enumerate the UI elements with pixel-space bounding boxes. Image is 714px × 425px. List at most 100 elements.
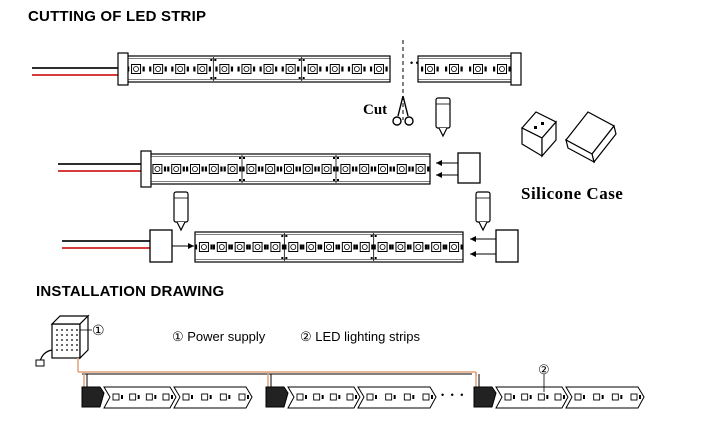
install-led — [182, 393, 190, 401]
install-resistor — [137, 395, 140, 399]
install-led — [313, 393, 321, 401]
solder-pad — [302, 59, 305, 61]
solder-pad — [214, 59, 217, 61]
resistor — [355, 166, 358, 172]
resistor — [164, 66, 167, 72]
install-strip — [565, 386, 645, 409]
install-led — [521, 393, 529, 401]
led-lens — [499, 66, 505, 72]
wires — [32, 67, 152, 249]
resistor — [469, 66, 472, 72]
resistor — [193, 66, 196, 72]
led-lens — [309, 66, 316, 72]
resistor — [508, 66, 511, 72]
led-chip — [175, 64, 186, 74]
resistor — [142, 66, 145, 72]
install-led — [219, 393, 227, 401]
led-chip — [378, 164, 388, 174]
vent-dot — [61, 344, 63, 346]
resistor — [370, 166, 373, 172]
resistor — [460, 244, 463, 250]
resistor — [266, 244, 269, 250]
silicone-case-label: Silicone Case — [521, 184, 624, 203]
led-chip — [497, 64, 507, 74]
resistor — [257, 166, 261, 172]
resistor — [220, 166, 223, 172]
install-led — [593, 393, 601, 401]
resistor — [208, 66, 211, 72]
solder-pad — [239, 157, 241, 159]
resistor — [347, 66, 351, 72]
resistor — [295, 166, 298, 172]
resistor — [389, 166, 392, 172]
install-resistor — [620, 395, 623, 399]
resistor — [445, 66, 448, 72]
led-strips — [117, 52, 522, 263]
install-resistor — [375, 395, 377, 399]
installation-drawing — [35, 314, 645, 409]
install-led — [238, 393, 246, 401]
led-lens — [177, 66, 184, 72]
resistor — [264, 244, 267, 250]
vent-dot — [66, 334, 68, 336]
install-led — [366, 393, 374, 401]
led-chip — [227, 164, 238, 174]
install-resistor — [639, 395, 641, 399]
led-lens — [331, 66, 338, 72]
led-lens — [287, 66, 294, 72]
resistor — [261, 166, 264, 172]
install-led — [329, 393, 337, 401]
tube-nozzle — [176, 221, 186, 232]
glue-tube-icon — [475, 191, 491, 232]
resistor — [408, 166, 411, 172]
resistor — [171, 66, 174, 72]
vent-dot — [56, 339, 58, 341]
solder-pad — [298, 59, 301, 61]
resistor — [391, 244, 394, 250]
install-resistor — [171, 395, 173, 399]
handle — [404, 116, 414, 126]
install-resistor — [431, 395, 433, 399]
resistor — [355, 244, 358, 250]
led-chip — [265, 164, 276, 174]
vent-dot — [76, 329, 78, 331]
solder-pad — [243, 157, 245, 159]
led-chip — [216, 242, 227, 252]
resistor — [230, 244, 233, 250]
vent-dot — [56, 349, 58, 351]
led-lens — [218, 244, 225, 250]
led-chip — [307, 64, 318, 74]
vent-dot — [76, 344, 78, 346]
install-resistor — [583, 395, 585, 399]
resistor — [259, 66, 262, 72]
install-resistor — [209, 395, 212, 399]
resistor — [335, 244, 338, 250]
led-chip — [413, 242, 424, 252]
resistor — [353, 244, 356, 250]
solder-pad — [337, 179, 339, 181]
end-cap-row2 — [457, 152, 481, 184]
led-chip — [395, 242, 406, 252]
arrowhead — [188, 243, 194, 249]
case-front — [541, 120, 557, 158]
install-led — [129, 393, 137, 401]
led-lens — [475, 66, 481, 72]
solder-pad — [281, 235, 284, 237]
resistor — [239, 166, 242, 172]
led-chip — [171, 164, 182, 174]
install-led — [145, 393, 153, 401]
tube-nozzle — [478, 221, 488, 232]
resistor — [299, 244, 302, 250]
resistor — [325, 66, 328, 72]
solder-pad — [370, 257, 373, 259]
solder-pad — [374, 235, 377, 237]
led-chip — [288, 242, 299, 252]
solder-pad — [298, 77, 301, 79]
led-chip — [377, 242, 388, 252]
install-led — [611, 393, 619, 401]
led-lens — [201, 244, 207, 250]
led-lens — [154, 166, 161, 172]
resistor — [411, 166, 414, 172]
end-cap — [510, 52, 522, 86]
resistor — [424, 244, 428, 250]
